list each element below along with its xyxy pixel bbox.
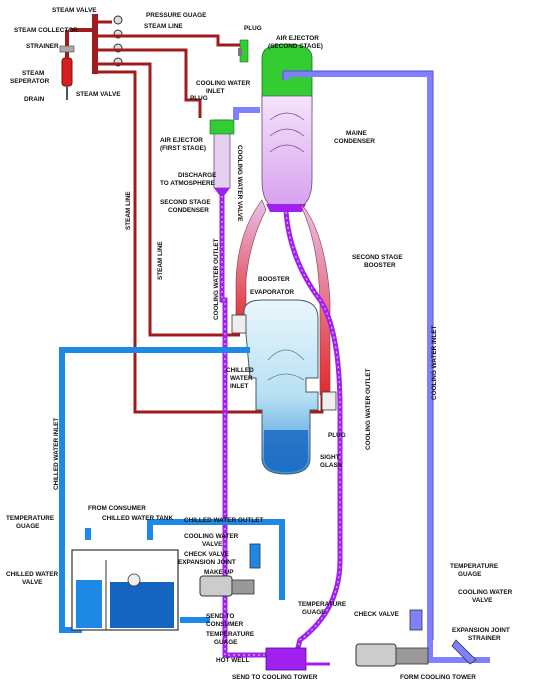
label-expansion-joint-right: EXPANSION JOINT xyxy=(452,627,510,634)
label-sight-glass-2: GLASS xyxy=(320,462,343,469)
label-from-consumer: FROM CONSUMER xyxy=(88,505,146,512)
label-temperature-guage-mid-2: GUAGE xyxy=(302,609,326,616)
booster-connectors xyxy=(235,199,331,396)
label-make-up: MAKE UP xyxy=(204,569,234,576)
label-temperature-guage-left-2: GUAGE xyxy=(16,523,40,530)
label-check-valve-right: CHECK VALVE xyxy=(354,611,400,618)
label-steam-valve-left: STEAM VALVE xyxy=(76,91,121,98)
label-temperature-guage-low-2: GUAGE xyxy=(214,639,238,646)
steam-separator xyxy=(59,30,75,100)
label-cooling-water-inlet-vertical: COOLING WATER INLET xyxy=(431,325,438,400)
label-second-stage-booster-2: BOOSTER xyxy=(364,262,396,269)
label-booster: BOOSTER xyxy=(258,276,290,283)
label-air-ejector-first-1: AIR EJECTOR xyxy=(160,137,203,144)
label-discharge-1: DISCHARGE xyxy=(178,172,217,179)
label-second-stage-condenser-2: CONDENSER xyxy=(168,207,209,214)
second-stage-condenser xyxy=(209,119,235,196)
hot-well xyxy=(265,647,330,671)
label-cooling-water-valve-2: VALVE xyxy=(202,541,223,548)
label-evaporator: EVAPORATOR xyxy=(250,289,294,296)
label-strainer-right: STRAINER xyxy=(468,635,501,642)
label-steam-line-vertical-2: STEAM LINE xyxy=(157,241,164,280)
cooling-water-pump xyxy=(355,609,477,667)
label-temperature-guage-mid-1: TEMPERATURE xyxy=(298,601,347,608)
label-temperature-guage-low-1: TEMPERATURE xyxy=(206,631,255,638)
label-pressure-guage: PRESSURE GUAGE xyxy=(146,12,207,19)
label-steam-line-vertical-1: STEAM LINE xyxy=(125,191,132,230)
label-send-to-consumer-1: SEND TO xyxy=(206,613,234,620)
label-maine-condenser-2: CONDENSER xyxy=(334,138,375,145)
main-condenser xyxy=(261,43,313,212)
label-steam-separator-2: SEPERATOR xyxy=(10,78,50,85)
label-chilled-water-tank: CHILLED WATER TANK xyxy=(102,515,174,522)
label-cooling-water-valve-right-1: COOLING WATER xyxy=(458,589,513,596)
label-steam-collector: STEAM COLLECTOR xyxy=(14,27,78,34)
label-plug-right: PLUG xyxy=(328,432,346,439)
label-steam-separator-1: STEAM xyxy=(22,70,44,77)
label-chilled-water-inlet-vertical: CHILLED WATER INLET xyxy=(53,418,60,490)
evaporator xyxy=(231,299,337,475)
label-temperature-guage-right-1: TEMPERATURE xyxy=(450,563,499,570)
label-air-ejector-second-2: (SECOND STAGE) xyxy=(268,43,323,50)
label-maine-condenser-1: MAINE xyxy=(346,130,367,137)
label-check-valve-mid: CHECK VALVE xyxy=(184,551,230,558)
label-steam-valve-top: STEAM VALVE xyxy=(52,7,97,14)
label-discharge-2: TO ATMOSPHERE xyxy=(160,180,216,187)
label-cooling-water-valve-1: COOLING WATER xyxy=(184,533,239,540)
label-chilled-water-inlet-2: WATER xyxy=(230,375,253,382)
label-air-ejector-first-2: (FIRST STAGE) xyxy=(160,145,206,152)
chilled-water-tank xyxy=(71,549,179,631)
label-sight-glass-1: SIGHT xyxy=(320,454,340,461)
label-temperature-guage-left-1: TEMPERATURE xyxy=(6,515,55,522)
label-second-stage-condenser-1: SECOND STAGE xyxy=(160,199,211,206)
label-cooling-water-inlet-small-2: INLET xyxy=(206,88,225,95)
label-cooling-water-outlet-vertical-1: COOLING WATER OUTLET xyxy=(213,238,220,320)
label-air-ejector-second-1: AIR EJECTOR xyxy=(276,35,319,42)
labels: STEAM VALVE PRESSURE GUAGE STEAM COLLECT… xyxy=(6,7,513,681)
label-strainer-left: STRAINER xyxy=(26,43,59,50)
label-steam-line-top: STEAM LINE xyxy=(144,23,183,30)
label-chilled-water-valve-1: CHILLED WATER xyxy=(6,571,58,578)
chilled-water-pump xyxy=(199,543,261,597)
label-send-to-consumer-2: CONSUMER xyxy=(206,621,244,628)
label-temperature-guage-right-2: GUAGE xyxy=(458,571,482,578)
air-ejector-second-stage xyxy=(238,39,249,63)
label-cooling-water-inlet-small-1: COOLING WATER xyxy=(196,80,251,87)
label-form-cooling-tower: FORM COOLING TOWER xyxy=(400,674,476,681)
label-plug-top: PLUG xyxy=(244,25,262,32)
label-drain: DRAIN xyxy=(24,96,45,103)
label-hot-well: HOT WELL xyxy=(216,657,249,664)
label-chilled-water-inlet-3: INLET xyxy=(230,383,249,390)
label-send-to-cooling-tower: SEND TO COOLING TOWER xyxy=(232,674,318,681)
label-chilled-water-valve-2: VALVE xyxy=(22,579,43,586)
label-cooling-water-valve-right-2: VALVE xyxy=(472,597,493,604)
label-second-stage-booster-1: SECOND STAGE xyxy=(352,254,403,261)
label-cooling-water-valve-vertical: COOLING WATER VALVE xyxy=(236,145,243,222)
label-plug-mid: PLUG xyxy=(190,95,208,102)
label-expansion-joint-mid: EXPANSION JOINT xyxy=(178,559,236,566)
label-cooling-water-outlet-vertical-2: COOLING WATER OUTLET xyxy=(365,368,372,450)
label-chilled-water-inlet-1: CHILLED xyxy=(226,367,254,374)
label-chilled-water-outlet: CHILLED WATER OUTLET xyxy=(184,517,263,524)
